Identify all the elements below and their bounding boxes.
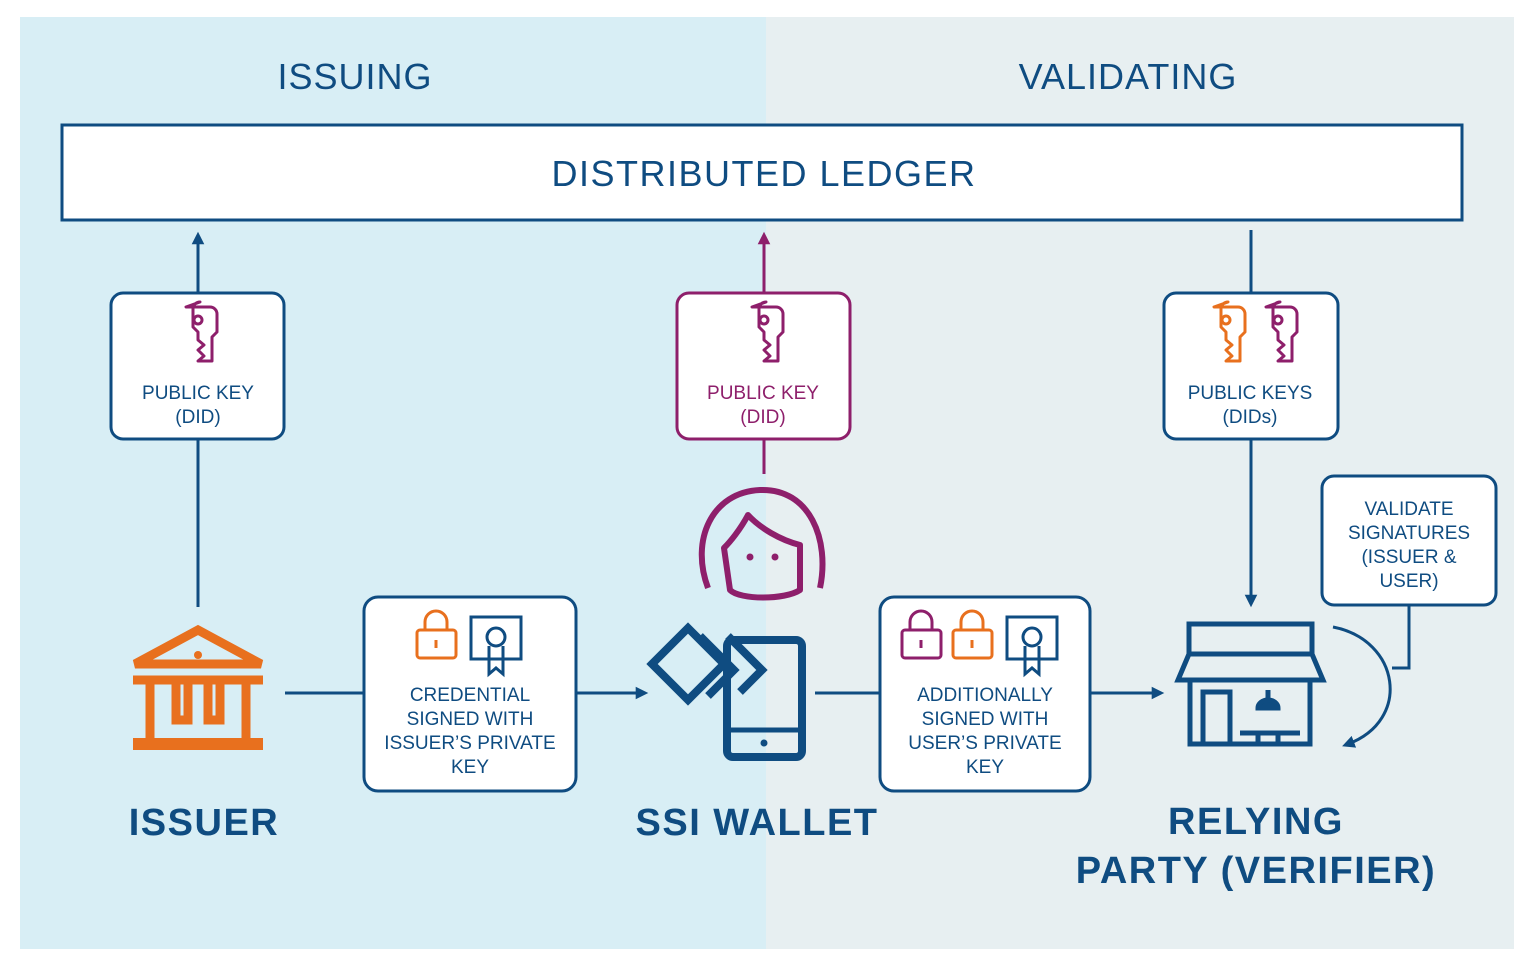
user-icon: [698, 486, 826, 601]
additional-line2: SIGNED WITH: [922, 709, 1049, 730]
validate-line2: SIGNATURES: [1348, 523, 1470, 544]
issuer-key-line2: (DID): [175, 407, 220, 428]
wallet-key-line1: PUBLIC KEY: [707, 383, 819, 404]
validating-title: VALIDATING: [1019, 56, 1238, 97]
credential-line2: SIGNED WITH: [407, 709, 534, 730]
relying-party-label-line2: PARTY (VERIFIER): [1076, 850, 1436, 892]
credential-line4: KEY: [451, 757, 489, 778]
certificate-icon: [469, 615, 523, 678]
validate-signatures-box: VALIDATE SIGNATURES (ISSUER & USER): [1320, 474, 1498, 607]
key-icon: [1264, 300, 1299, 363]
issuing-title: ISSUING: [277, 56, 432, 97]
credential-line1: CREDENTIAL: [410, 685, 530, 706]
issuer-label: ISSUER: [129, 802, 279, 844]
wallet-phone-icon: [646, 622, 806, 761]
verifier-key-line1: PUBLIC KEYS: [1188, 383, 1313, 404]
relying-party-label-line1: RELYING: [1168, 801, 1344, 843]
bank-icon: [132, 624, 264, 750]
additionally-signed-box: ADDITIONALLY SIGNED WITH USER’S PRIVATE …: [878, 595, 1092, 793]
verifier-key-line2: (DIDs): [1223, 407, 1278, 428]
validate-curved-arrow: [1332, 625, 1392, 748]
distributed-ledger-box: [60, 123, 1464, 222]
verifier-public-keys-box: PUBLIC KEYS (DIDs): [1162, 291, 1340, 441]
distributed-ledger-label: DISTRIBUTED LEDGER: [551, 153, 976, 194]
issuer-key-line1: PUBLIC KEY: [142, 383, 254, 404]
padlock-icon: [415, 609, 458, 660]
padlock-icon: [951, 609, 994, 660]
validate-line1: VALIDATE: [1364, 499, 1453, 520]
ssi-wallet-label: SSI WALLET: [636, 802, 879, 844]
certificate-icon: [1005, 615, 1059, 678]
padlock-icon: [900, 609, 943, 660]
issuer-public-key-box: PUBLIC KEY (DID): [109, 291, 286, 441]
key-icon: [1212, 300, 1247, 363]
credential-signed-box: CREDENTIAL SIGNED WITH ISSUER’S PRIVATE …: [362, 595, 578, 793]
credential-line3: ISSUER’S PRIVATE: [384, 733, 555, 754]
wallet-key-line2: (DID): [740, 407, 785, 428]
additional-line4: KEY: [966, 757, 1004, 778]
validate-line4: USER): [1379, 571, 1438, 592]
key-icon: [184, 300, 219, 363]
validate-connector: [1392, 605, 1411, 670]
wallet-public-key-box: PUBLIC KEY (DID): [675, 291, 852, 441]
shop-icon: [1174, 621, 1327, 747]
additional-line1: ADDITIONALLY: [917, 685, 1053, 706]
validate-line3: (ISSUER &: [1361, 547, 1456, 568]
additional-line3: USER’S PRIVATE: [908, 733, 1061, 754]
key-icon: [750, 300, 785, 363]
